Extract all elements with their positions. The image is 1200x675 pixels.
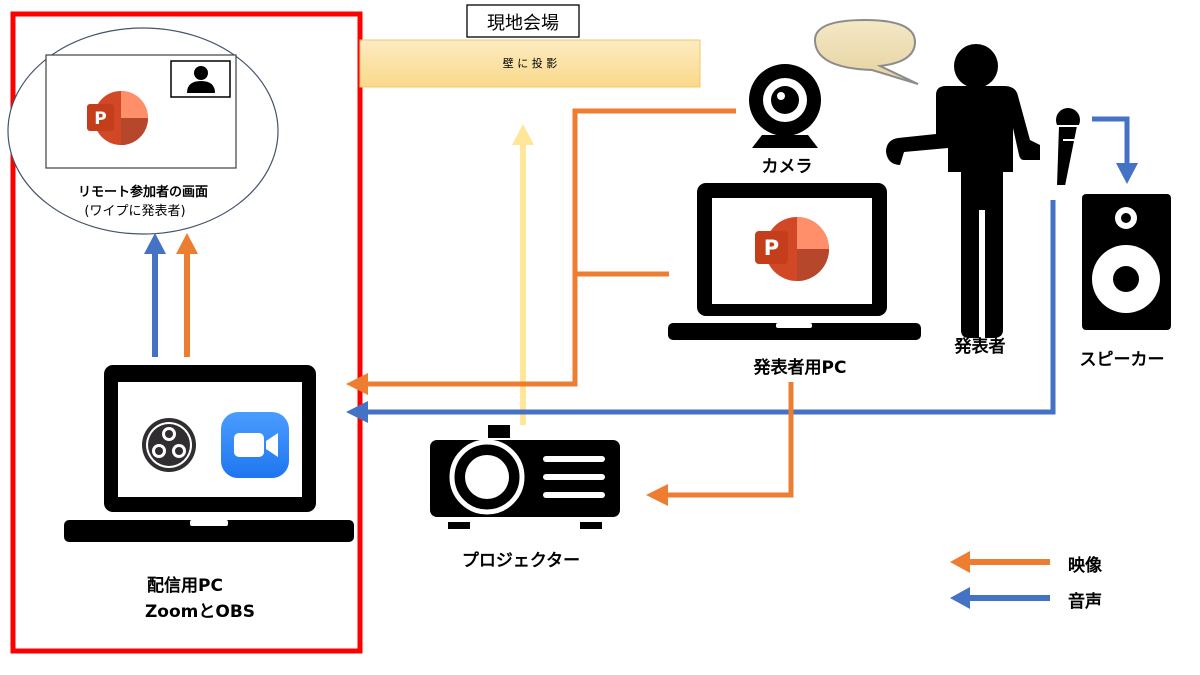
projector-icon — [430, 425, 620, 529]
speaker-icon — [1082, 194, 1171, 330]
svg-text:P: P — [764, 236, 779, 260]
remote-screen-title: リモート参加者の画面 — [77, 185, 209, 200]
microphone-icon — [1054, 108, 1080, 187]
streaming-highlight-frame — [10, 11, 363, 654]
speech-bubble-icon — [813, 18, 919, 85]
powerpoint-icon: P — [87, 91, 148, 145]
webcam-icon — [749, 64, 821, 148]
legend-audio-label: 音声 — [1068, 592, 1102, 612]
wipe-person-icon — [170, 60, 231, 98]
obs-icon — [142, 418, 196, 472]
video-line-camera-to-streaming — [366, 108, 736, 387]
legend-audio-arrow — [950, 587, 1050, 609]
projector-label: プロジェクター — [461, 551, 581, 571]
zoom-icon — [221, 412, 289, 478]
streaming-pc-software-label: ZoomとOBS — [144, 602, 256, 622]
venue-wall — [359, 39, 701, 88]
legend-video-label: 映像 — [1068, 556, 1102, 576]
video-line-pc-to-projector — [646, 382, 794, 506]
venue-label-box — [466, 4, 580, 38]
presenter-figure-icon — [886, 44, 1040, 338]
audio-line-mic-to-streaming — [346, 200, 1056, 423]
remote-screen: P — [7, 27, 279, 235]
camera-label: カメラ — [761, 157, 813, 177]
svg-text:P: P — [94, 109, 106, 129]
venue-label: 現地会場 — [487, 13, 559, 34]
presenter-powerpoint-icon: P — [755, 217, 829, 281]
video-arrow-to-remote — [176, 233, 198, 357]
remote-screen-subtitle: (ワイプに発表者) — [84, 204, 186, 219]
streaming-laptop-icon — [64, 365, 354, 542]
streaming-pc-label: 配信用PC — [147, 576, 223, 596]
video-arrowhead-streaming — [346, 373, 368, 395]
presenter-pc-label: 発表者用PC — [753, 358, 847, 378]
speaker-label: スピーカー — [1079, 350, 1165, 370]
wall-projection-text: 壁 に 投 影 — [502, 57, 558, 70]
presenter-label: 発表者 — [954, 337, 1006, 357]
legend-video-arrow — [950, 551, 1050, 573]
audio-line-mic-to-speaker — [1092, 116, 1138, 184]
projection-arrow — [512, 124, 534, 425]
audio-arrow-to-remote — [144, 233, 166, 357]
